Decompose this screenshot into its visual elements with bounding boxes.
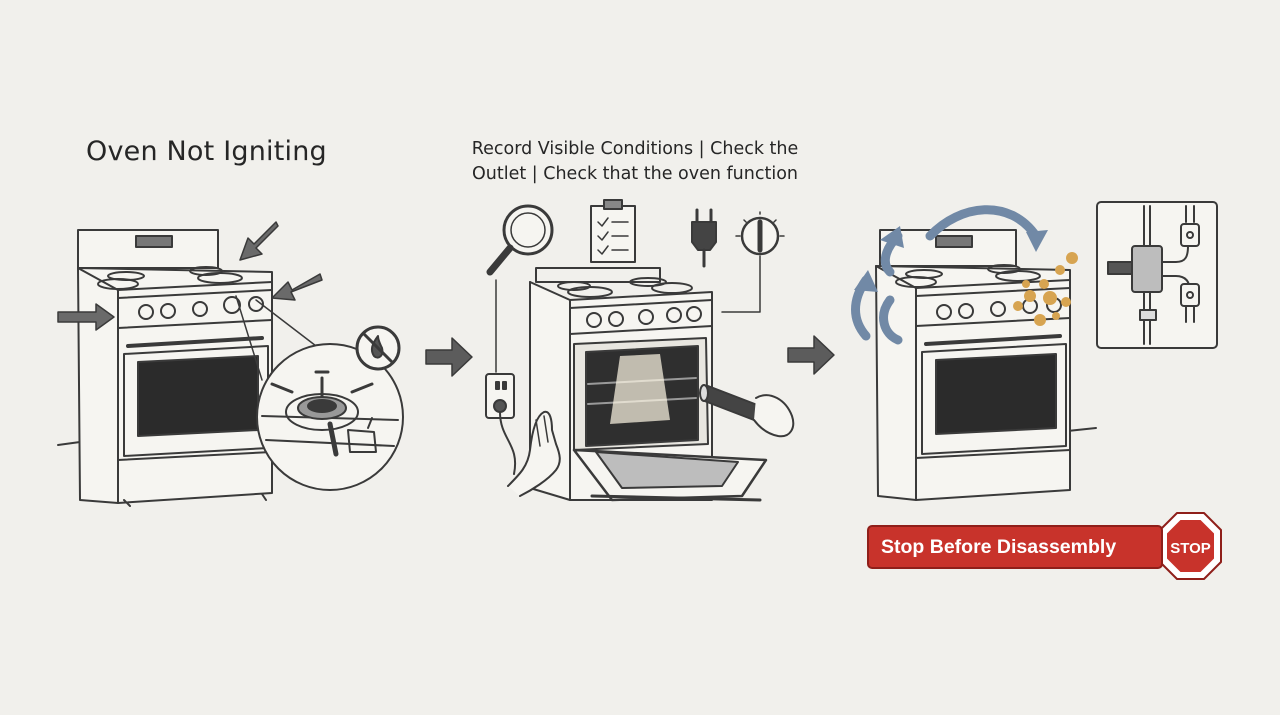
steps-line-2: Outlet | Check that the oven function (472, 163, 798, 184)
stop-sign-icon: STOP (1159, 512, 1222, 580)
no-flame-icon (355, 325, 401, 371)
stop-sign-text: STOP (1170, 540, 1211, 557)
flashlight-icon (699, 384, 795, 438)
clipboard-icon (590, 199, 636, 263)
stove-3 (875, 229, 1097, 501)
arrow-pointer-icon (57, 221, 323, 331)
diagram-title: Oven Not Igniting (86, 136, 327, 167)
hand-left (507, 410, 561, 497)
plug-icon (691, 208, 717, 268)
stove-1 (57, 229, 273, 507)
gas-valve-icon (1096, 201, 1218, 349)
steps-line-1: Record Visible Conditions | Check the (471, 139, 799, 159)
steps-caption: Record Visible Conditions | Check the Ou… (440, 137, 830, 186)
dial-icon (721, 211, 785, 313)
magnifier-icon (486, 204, 554, 276)
stop-banner: Stop Before Disassembly (867, 525, 1163, 569)
stove-2 (529, 267, 768, 502)
burner-zoom (235, 295, 404, 491)
arrow-pointer-icon (425, 335, 835, 377)
outlet-icon (485, 279, 517, 475)
spark-dots (1013, 252, 1078, 326)
cycle-arrowheads (854, 226, 1048, 292)
